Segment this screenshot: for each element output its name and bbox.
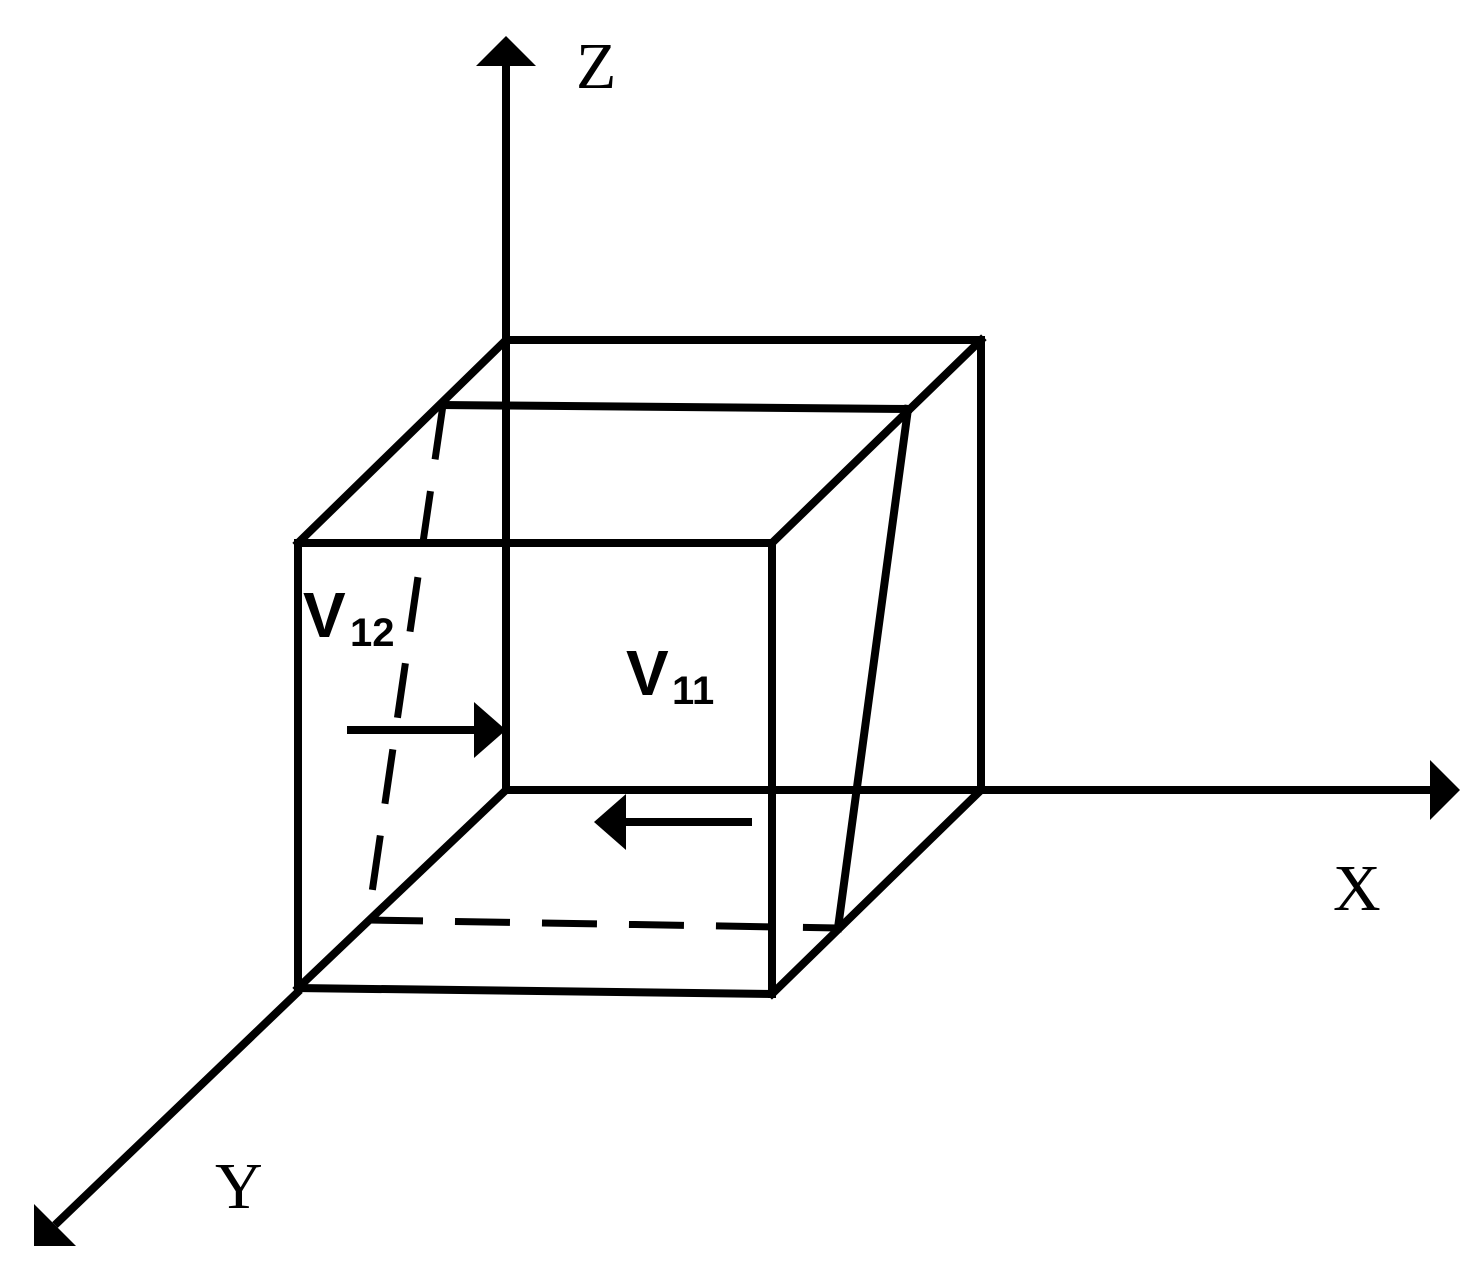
z-axis-label: Z [576,30,616,103]
svg-text:12: 12 [350,611,395,655]
v12-label: V 12 [303,579,395,655]
y-axis-arrowhead [34,1204,76,1246]
shear-arrow-right-head [474,702,506,758]
y-axis-label: Y [215,1150,263,1223]
x-axis-label: X [1333,852,1381,925]
x-axis-arrowhead [1430,760,1460,820]
v11-label: V 11 [626,637,714,713]
original-cube [292,334,987,1000]
sheared-face [364,400,913,933]
y-axis [52,987,303,1228]
svg-text:V: V [303,579,346,651]
svg-text:11: 11 [672,669,714,713]
shear-arrow-left-head [594,794,626,850]
svg-text:V: V [626,637,669,709]
z-axis-arrowhead [476,36,536,66]
